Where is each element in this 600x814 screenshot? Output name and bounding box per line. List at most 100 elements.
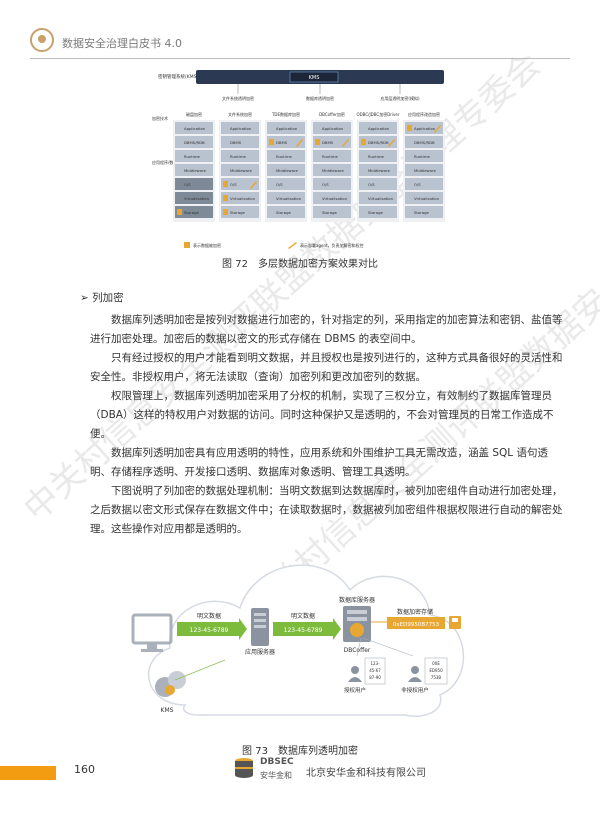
stack-cell-label: O/S (184, 182, 191, 187)
encrypted-marker (177, 209, 182, 215)
stack-cell (221, 192, 259, 204)
plain-value-2: 123-45-6789 (284, 627, 323, 634)
page-number: 160 (74, 763, 95, 776)
cipher-box (387, 617, 445, 629)
stack-cell (405, 178, 443, 190)
column-title: 磁盘加密 (186, 111, 202, 117)
stack-cell (405, 150, 443, 162)
pencil-icon (296, 139, 303, 147)
paragraph: 下图说明了列加密的数据处理机制：当明文数据到达数据库时，被列加密组件自动进行加密… (90, 485, 563, 535)
encrypted-marker (407, 125, 412, 131)
stack-cell (175, 206, 213, 218)
stack-cell (313, 192, 351, 204)
stack-cell-label: Storage (414, 210, 430, 215)
stack-cell (359, 192, 397, 204)
stack-cell-label: O/S (230, 182, 237, 187)
stack-cell-label: Runtime (322, 154, 339, 159)
section-title: ➢ 列加密 (80, 292, 124, 304)
figure72-diagram: 密钥管理系统(KMS) KMS 文件系统透明加密 数据库透明加密 应用层透明加密… (152, 70, 445, 249)
stack-cell-label: Virtualisation (368, 196, 394, 201)
stack-cell-label: O/S (414, 182, 421, 187)
figure72-caption: 图 72 多层数据加密方案效果对比 (222, 259, 378, 270)
stack-cell (405, 206, 443, 218)
stack-cell-label: Storage (184, 210, 200, 215)
stack-cell (313, 122, 351, 134)
stack-cell (267, 178, 305, 190)
stack-cell (175, 136, 213, 148)
stack-cell (221, 206, 259, 218)
svg-text:45-67: 45-67 (369, 668, 381, 673)
figure73-diagram: KMS 明文数据 123-45-6789 应用服务器 明文数据 123-45-6… (131, 564, 465, 717)
unauth-user-label: 非授权用户 (401, 686, 429, 694)
stack-cell (221, 136, 259, 148)
paragraph: 数据库列透明加密是按列对数据进行加密的，针对指定的列，采用指定的加密算法和密钥、… (90, 314, 563, 345)
row-label-tech: 加密技术 (152, 115, 168, 121)
monitor-icon (131, 613, 173, 645)
brand-cn: 安华金和 (260, 771, 292, 780)
footer-brand: DBSEC 安华金和 北京安华金和科技有限公司 (232, 755, 482, 787)
auth-value-box (364, 657, 386, 685)
stack-cell-label: Application (276, 126, 298, 131)
stack-cell (313, 150, 351, 162)
dbsec-logo-icon (235, 758, 253, 778)
stack-cell (405, 122, 443, 134)
stack-cell (359, 122, 397, 134)
encrypted-marker (361, 139, 366, 145)
stack-cell (221, 150, 259, 162)
stack-cell-label: Middleware (414, 168, 436, 173)
encrypted-marker (315, 139, 320, 145)
auth-user-icon (351, 666, 359, 674)
stack-cell-label: Virtualisation (414, 196, 440, 201)
header-title: 数据安全治理白皮书 4.0 (62, 37, 182, 50)
unauth-user-icon (411, 666, 419, 674)
stack-cell-label: DBMS/RDB (414, 140, 435, 145)
pencil-icon (342, 139, 349, 147)
svg-text:123-: 123- (370, 661, 380, 666)
stack-cell-label: Application (230, 126, 252, 131)
stack-cell (405, 136, 443, 148)
app-server-label: 应用服务器 (245, 648, 275, 656)
stack-cell (313, 136, 351, 148)
stack-cell-label: DBMS (230, 140, 242, 145)
dbcoffer-label: DBCoffer (344, 647, 371, 654)
column-title: DBCoffer加密 (319, 111, 345, 117)
paragraph: 数据库列透明加密具有应用透明的特性，应用系统和外围维护工具无需改造，涵盖 SQL… (90, 447, 548, 478)
column-title: 应用程序改造加密 (408, 111, 440, 117)
plain-label-2: 明文数据 (291, 612, 315, 620)
stack-cell (267, 136, 305, 148)
stack-cell-label: Middleware (368, 168, 390, 173)
stack-cell (313, 178, 351, 190)
pencil-icon (388, 139, 395, 147)
top-label: 数据库透明加密 (306, 95, 334, 101)
stack-cell-label: Storage (230, 210, 246, 215)
stack-cell (267, 122, 305, 134)
header-logo (30, 28, 54, 52)
stack-cell (359, 136, 397, 148)
auth-user-label: 授权用户 (344, 686, 366, 694)
stack-cell (175, 164, 213, 176)
row-label-stack: 应用程序/数据库 (152, 159, 181, 165)
stack-cell (313, 164, 351, 176)
stack-cell (221, 178, 259, 190)
svg-text:ED950: ED950 (429, 668, 443, 673)
cipher-label: 数据加密存储 (397, 608, 433, 616)
stack-cell-label: Application (322, 126, 344, 131)
stack-cell-label: Virtualisation (276, 196, 302, 201)
stack-cell (267, 192, 305, 204)
legend-encrypted-swatch (184, 242, 190, 248)
stack-cell (175, 150, 213, 162)
encrypted-marker (223, 195, 228, 201)
plain-label-1: 明文数据 (197, 612, 221, 620)
stack-cell-label: Middleware (322, 168, 344, 173)
column-title: 文件系统加密 (228, 111, 252, 117)
stack-cell (267, 206, 305, 218)
stack-cell-label: Middleware (230, 168, 252, 173)
stack-cell (359, 206, 397, 218)
stack-cell-label: Middleware (276, 168, 298, 173)
stack-cell-label: Storage (322, 210, 338, 215)
stack-cell-label: Application (184, 126, 206, 131)
stack-cell-label: Runtime (230, 154, 247, 159)
encrypted-marker (223, 181, 228, 187)
legend-agent: 表示部署agent，负责加解密和权控 (300, 242, 364, 248)
stack-cell-label: Middleware (184, 168, 206, 173)
